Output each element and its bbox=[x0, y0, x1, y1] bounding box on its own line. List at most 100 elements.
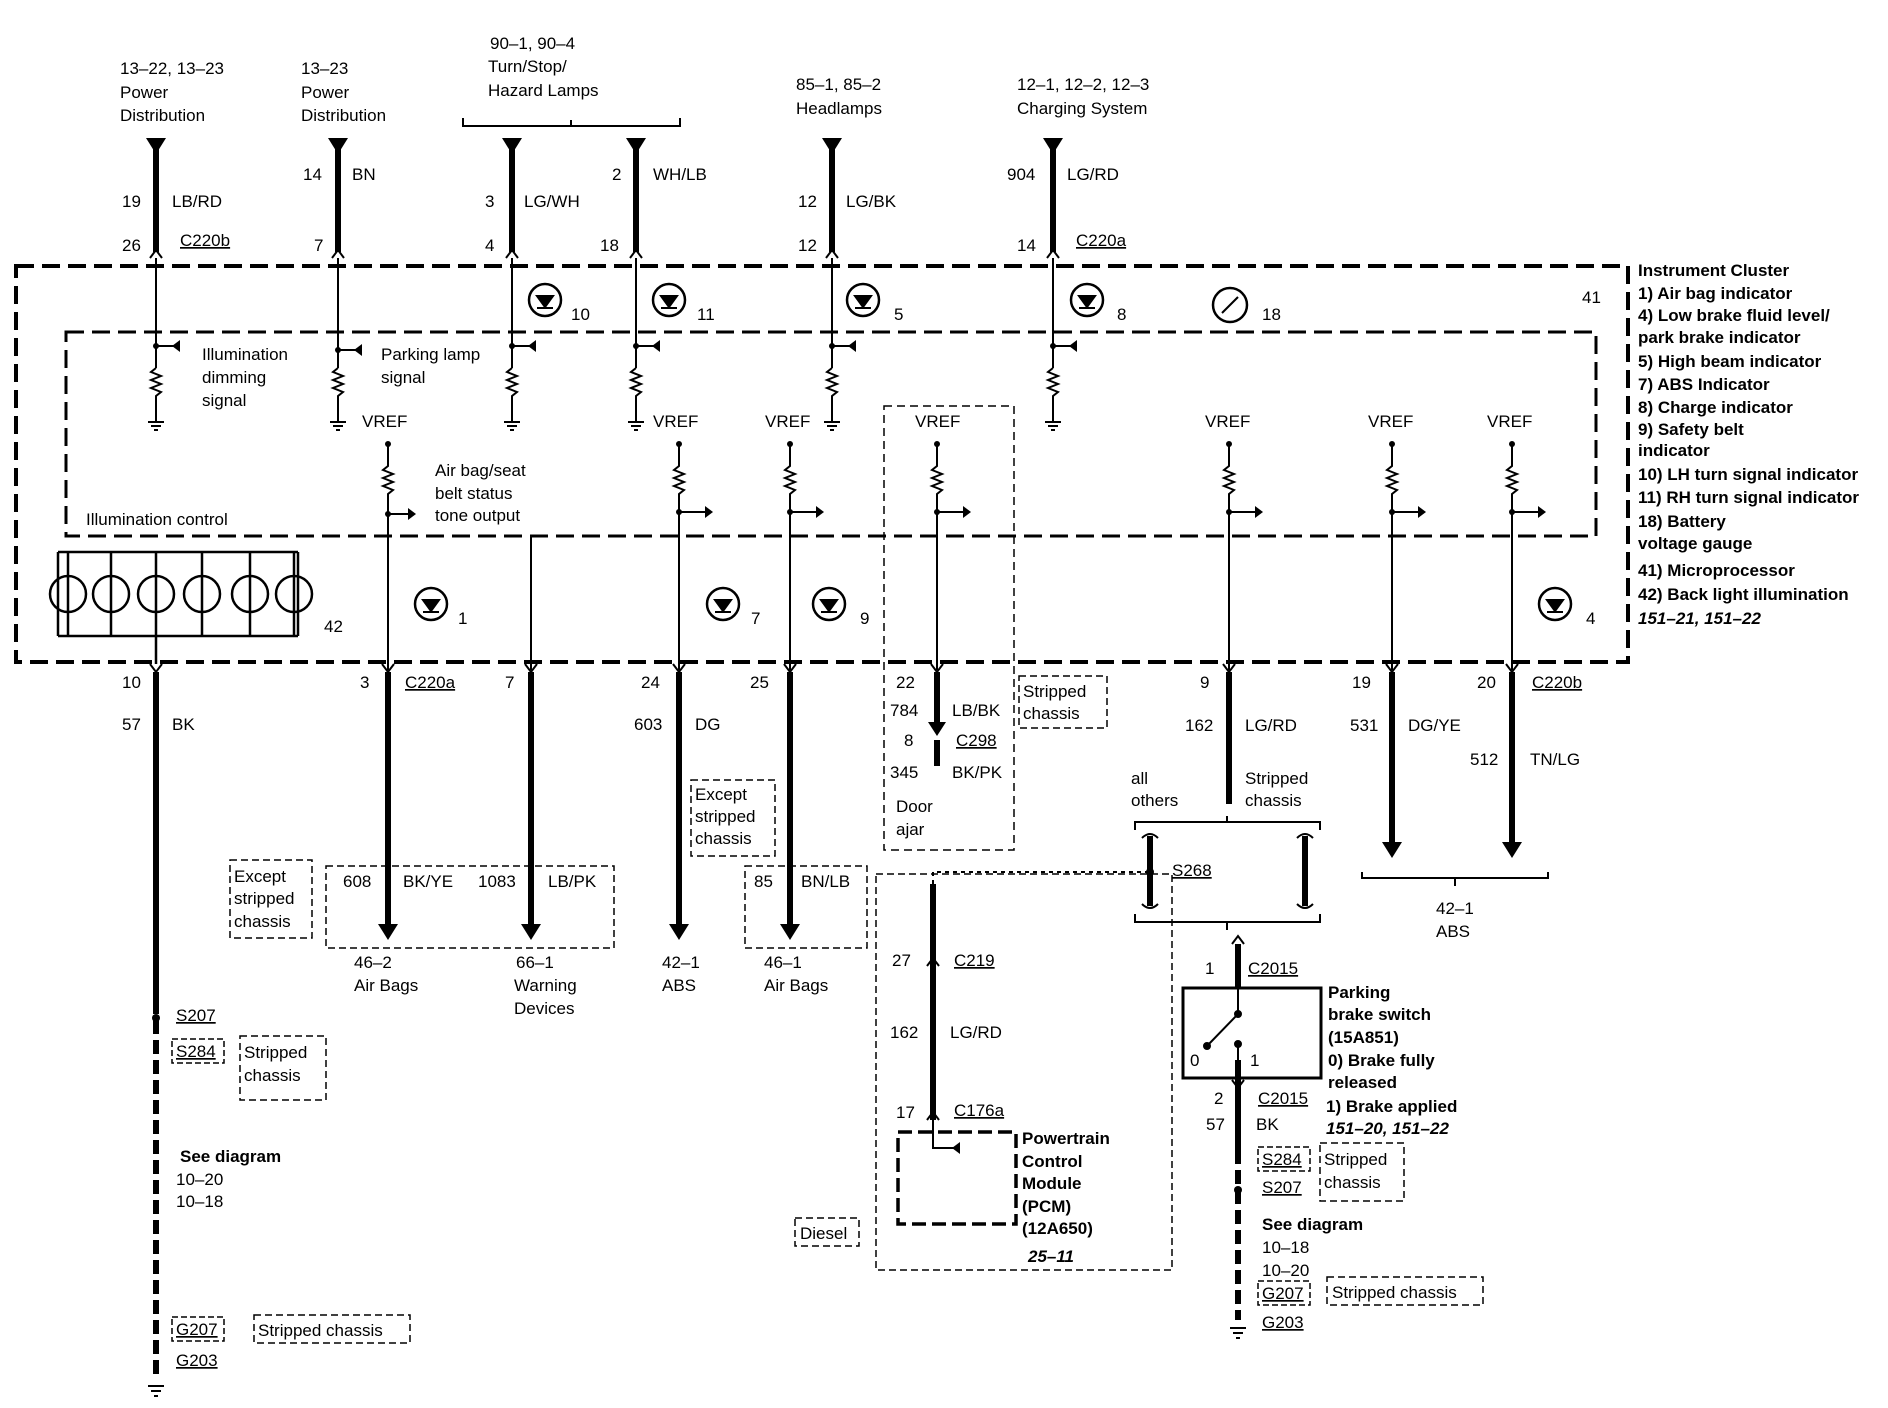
svg-text:Door: Door bbox=[896, 797, 933, 816]
svg-text:Air bag/seat: Air bag/seat bbox=[435, 461, 526, 480]
svg-text:151–21, 151–22: 151–21, 151–22 bbox=[1638, 609, 1761, 628]
svg-text:stripped: stripped bbox=[234, 889, 294, 908]
vref-dots bbox=[385, 441, 1546, 520]
top-source-4: 85–1, 85–2 Headlamps bbox=[796, 75, 882, 118]
svg-text:VREF: VREF bbox=[1205, 412, 1250, 431]
svg-text:9: 9 bbox=[860, 609, 869, 628]
svg-text:11) RH turn signal indicator: 11) RH turn signal indicator bbox=[1638, 488, 1859, 507]
svg-text:85–1, 85–2: 85–1, 85–2 bbox=[796, 75, 881, 94]
svg-text:(12A650): (12A650) bbox=[1022, 1219, 1093, 1238]
svg-text:18: 18 bbox=[1262, 305, 1281, 324]
s268-splice bbox=[932, 816, 1321, 930]
arrowheads bbox=[378, 722, 1522, 940]
indicator-numbers: 10 11 5 8 18 41 1 7 9 4 42 bbox=[324, 288, 1601, 636]
svg-text:C220a: C220a bbox=[405, 673, 456, 692]
svg-text:Power: Power bbox=[301, 83, 350, 102]
svg-text:S207: S207 bbox=[1262, 1178, 1302, 1197]
bottom-pins: 10 3 C220a 7 24 25 22 9 19 20 C220b bbox=[122, 673, 1582, 692]
s268-label: S268 bbox=[1172, 861, 1212, 880]
svg-text:LB/RD: LB/RD bbox=[172, 192, 222, 211]
svg-text:12–1, 12–2, 12–3: 12–1, 12–2, 12–3 bbox=[1017, 75, 1149, 94]
parking-brake-switch-box bbox=[1181, 986, 1323, 1080]
svg-text:VREF: VREF bbox=[765, 412, 810, 431]
svg-text:9) Safety belt: 9) Safety belt bbox=[1638, 420, 1744, 439]
svg-text:85: 85 bbox=[754, 872, 773, 891]
svg-text:14: 14 bbox=[303, 165, 322, 184]
dashed-ground-wires bbox=[153, 1000, 1241, 1375]
svg-text:19: 19 bbox=[1352, 673, 1371, 692]
svg-text:10: 10 bbox=[122, 673, 141, 692]
svg-text:57: 57 bbox=[1206, 1115, 1225, 1134]
svg-text:stripped: stripped bbox=[695, 807, 755, 826]
svg-text:Powertrain: Powertrain bbox=[1022, 1129, 1110, 1148]
top-source-5: 12–1, 12–2, 12–3 Charging System bbox=[1017, 75, 1149, 118]
svg-text:C176a: C176a bbox=[954, 1101, 1005, 1120]
svg-text:chassis: chassis bbox=[234, 912, 291, 931]
door-ajar-outline bbox=[883, 405, 1015, 851]
svg-text:904: 904 bbox=[1007, 165, 1035, 184]
top-source-1: 13–22, 13–23 Power Distribution bbox=[120, 59, 224, 125]
svg-text:Control: Control bbox=[1022, 1152, 1082, 1171]
illumination-dimming-label: Illumination dimming signal bbox=[202, 345, 288, 410]
svg-text:12: 12 bbox=[798, 236, 817, 255]
vref-labels: VREF VREF VREF VREF VREF VREF VREF bbox=[362, 412, 1532, 431]
svg-text:Distribution: Distribution bbox=[120, 106, 205, 125]
c176a-connector: 17 C176a bbox=[896, 1101, 1005, 1122]
svg-text:LB/PK: LB/PK bbox=[548, 872, 597, 891]
svg-text:G203: G203 bbox=[176, 1351, 218, 1370]
svg-text:chassis: chassis bbox=[695, 829, 752, 848]
svg-text:VREF: VREF bbox=[915, 412, 960, 431]
svg-text:162: 162 bbox=[890, 1023, 918, 1042]
svg-text:See diagram: See diagram bbox=[180, 1147, 281, 1166]
svg-text:BK/PK: BK/PK bbox=[952, 763, 1003, 782]
svg-text:S284: S284 bbox=[1262, 1150, 1302, 1169]
svg-text:Diesel: Diesel bbox=[800, 1224, 847, 1243]
svg-text:G207: G207 bbox=[1262, 1284, 1304, 1303]
svg-text:Turn/Stop/: Turn/Stop/ bbox=[488, 57, 567, 76]
svg-text:LG/RD: LG/RD bbox=[950, 1023, 1002, 1042]
turn-brace bbox=[462, 118, 681, 127]
svg-text:10–20: 10–20 bbox=[1262, 1261, 1309, 1280]
svg-text:46–1: 46–1 bbox=[764, 953, 802, 972]
svg-text:10–18: 10–18 bbox=[176, 1192, 223, 1211]
svg-text:C2015: C2015 bbox=[1258, 1089, 1308, 1108]
airbag-tone-label: Air bag/seat belt status tone output bbox=[435, 461, 526, 525]
svg-text:VREF: VREF bbox=[362, 412, 407, 431]
svg-text:LG/RD: LG/RD bbox=[1067, 165, 1119, 184]
pcm-internal bbox=[932, 1120, 960, 1149]
svg-text:Instrument Cluster: Instrument Cluster bbox=[1638, 261, 1790, 280]
svg-text:0) Brake fully: 0) Brake fully bbox=[1328, 1051, 1435, 1070]
svg-text:7: 7 bbox=[505, 673, 514, 692]
svg-text:8: 8 bbox=[904, 731, 913, 750]
svg-text:Power: Power bbox=[120, 83, 169, 102]
pcm-box bbox=[896, 1130, 1018, 1226]
svg-text:20: 20 bbox=[1477, 673, 1496, 692]
switch-pos-1: 1 bbox=[1250, 1051, 1259, 1070]
svg-text:C220b: C220b bbox=[180, 231, 230, 250]
switch-contacts bbox=[1203, 988, 1242, 1078]
svg-text:41: 41 bbox=[1582, 288, 1601, 307]
top-source-2: 13–23 Power Distribution bbox=[301, 59, 386, 125]
svg-text:LB/BK: LB/BK bbox=[952, 701, 1001, 720]
svg-text:Except: Except bbox=[234, 867, 286, 886]
svg-text:Except: Except bbox=[695, 785, 747, 804]
note-texts: Stripped chassis Except stripped chassis… bbox=[176, 682, 1457, 1340]
indicator-glyphs bbox=[421, 295, 1565, 613]
svg-text:See diagram: See diagram bbox=[1262, 1215, 1363, 1234]
svg-text:Charging System: Charging System bbox=[1017, 99, 1147, 118]
svg-text:42–1: 42–1 bbox=[662, 953, 700, 972]
svg-text:VREF: VREF bbox=[653, 412, 698, 431]
svg-text:24: 24 bbox=[641, 673, 660, 692]
abs-brace bbox=[1361, 872, 1549, 886]
svg-text:(PCM): (PCM) bbox=[1022, 1197, 1071, 1216]
pcm-label: Powertrain Control Module (PCM) (12A650)… bbox=[1022, 1129, 1110, 1266]
svg-text:Stripped chassis: Stripped chassis bbox=[1332, 1283, 1457, 1302]
svg-text:Illumination: Illumination bbox=[202, 345, 288, 364]
svg-text:Stripped chassis: Stripped chassis bbox=[258, 1321, 383, 1340]
svg-text:LG/RD: LG/RD bbox=[1245, 716, 1297, 735]
svg-text:10: 10 bbox=[571, 305, 590, 324]
svg-text:603: 603 bbox=[634, 715, 662, 734]
svg-text:Headlamps: Headlamps bbox=[796, 99, 882, 118]
svg-text:90–1, 90–4: 90–1, 90–4 bbox=[490, 34, 575, 53]
top-wire-19: 19 LB/RD 26 C220b bbox=[122, 138, 230, 255]
